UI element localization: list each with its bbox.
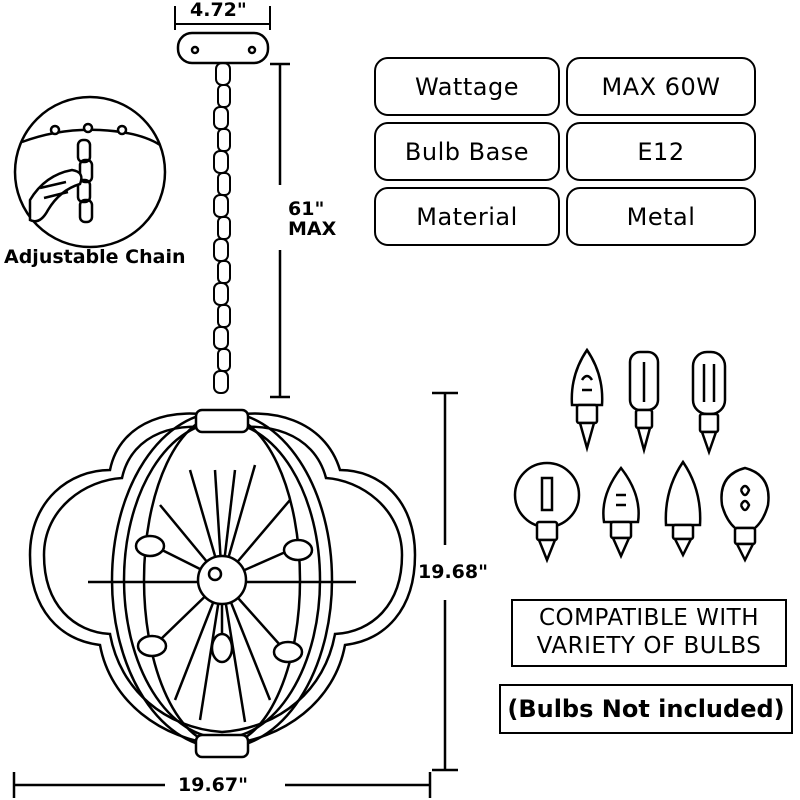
spec-name-wattage: Wattage xyxy=(374,57,560,116)
chain-length-label: 61" xyxy=(288,198,325,220)
width-dimension-line xyxy=(12,772,432,798)
spec-name-material: Material xyxy=(374,187,560,246)
bulb-tube-t-icon xyxy=(691,350,727,456)
bulb-candle-icon xyxy=(570,347,604,453)
adjustable-chain-label: Adjustable Chain xyxy=(4,246,186,268)
spec-value-material: Metal xyxy=(566,187,756,246)
compatible-line-1: COMPATIBLE WITH xyxy=(539,605,759,632)
bulb-torpedo-icon xyxy=(664,459,702,558)
bulbs-not-included-box: (Bulbs Not included) xyxy=(499,684,793,734)
chain-dimension-line xyxy=(270,62,290,399)
bulb-teardrop-icon xyxy=(720,466,770,563)
adjustable-chain-detail xyxy=(13,95,167,249)
spec-name-bulb-base: Bulb Base xyxy=(374,122,560,181)
chandelier xyxy=(28,408,417,759)
bulbs-not-included-label: (Bulbs Not included) xyxy=(507,695,785,723)
bulb-globe-icon xyxy=(513,461,581,564)
spec-value-bulb-base: E12 xyxy=(566,122,756,181)
ceiling-canopy xyxy=(176,31,270,65)
chain xyxy=(213,62,231,394)
spec-value-wattage: MAX 60W xyxy=(566,57,756,116)
canopy-width-label: 4.72" xyxy=(190,0,247,21)
compatible-line-2: VARIETY OF BULBS xyxy=(536,633,762,659)
height-label: 19.68" xyxy=(418,561,488,583)
width-label: 19.67" xyxy=(178,774,248,796)
chain-length-max-label: MAX xyxy=(288,218,337,240)
height-dimension-line xyxy=(432,391,458,772)
bulb-tubular-icon xyxy=(628,350,660,455)
bulb-flame-tip-icon xyxy=(602,465,640,560)
compatible-bulbs-box: COMPATIBLE WITH VARIETY OF BULBS xyxy=(511,599,787,667)
canopy-dimension-line xyxy=(174,6,271,30)
